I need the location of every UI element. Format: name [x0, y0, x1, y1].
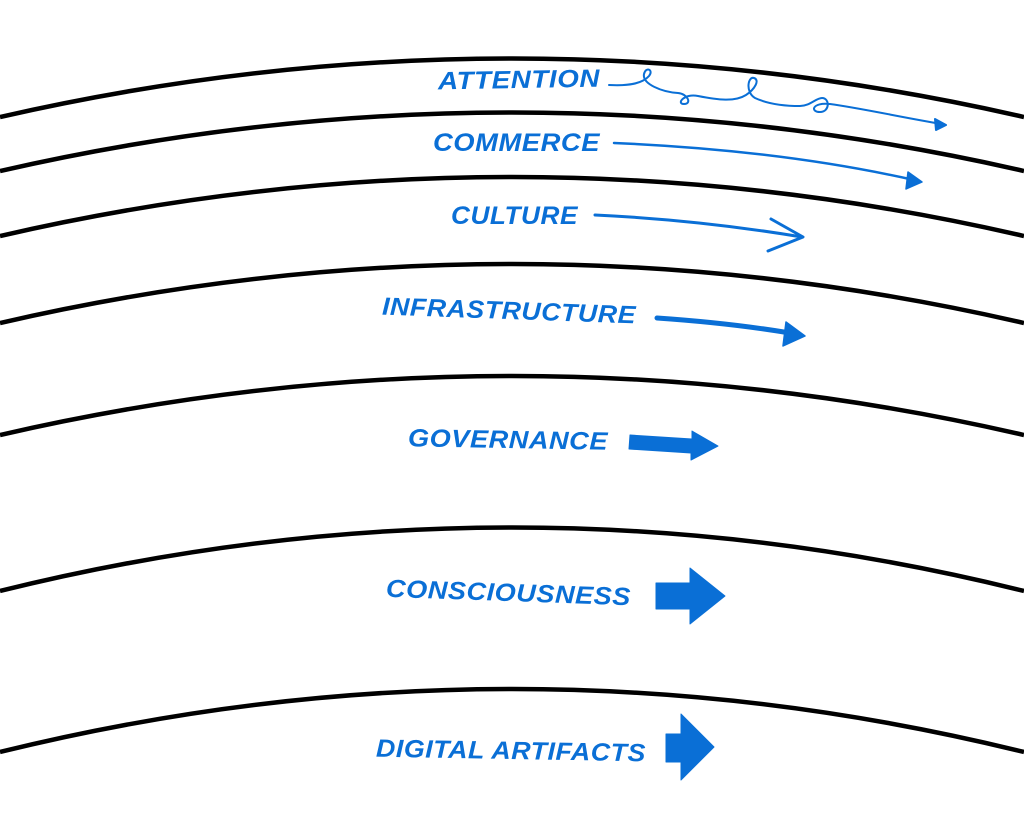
layer-label-digital-artifacts: DIGITAL ARTIFACTS	[376, 735, 646, 768]
loopy-arrow-icon	[608, 68, 947, 131]
boundary-curve-2	[0, 110, 1024, 174]
boundary-curve-5	[0, 373, 1024, 438]
thick-arrow-icon	[628, 430, 719, 461]
boundary-curve-7	[0, 686, 1024, 755]
boundary-curve-4	[0, 261, 1024, 326]
layer-boundaries	[0, 56, 1024, 755]
thin-arrow-icon	[612, 141, 923, 190]
pace-arrows	[593, 68, 947, 781]
heavy-arrow-icon	[655, 567, 726, 625]
layer-labels: ATTENTION COMMERCE CULTURE INFRASTRUCTUR…	[376, 65, 646, 768]
boundary-curve-6	[0, 525, 1024, 594]
layer-label-governance: GOVERNANCE	[408, 424, 609, 456]
layer-label-attention: ATTENTION	[437, 65, 601, 96]
boundary-curve-1	[0, 56, 1024, 120]
medium-arrow-icon	[654, 315, 806, 347]
heavy-arrow-icon-2	[665, 713, 715, 781]
boundary-curve-3	[0, 174, 1024, 239]
chevron-arrow-icon	[593, 213, 805, 253]
layer-label-commerce: COMMERCE	[433, 129, 601, 157]
layer-label-culture: CULTURE	[451, 202, 579, 230]
